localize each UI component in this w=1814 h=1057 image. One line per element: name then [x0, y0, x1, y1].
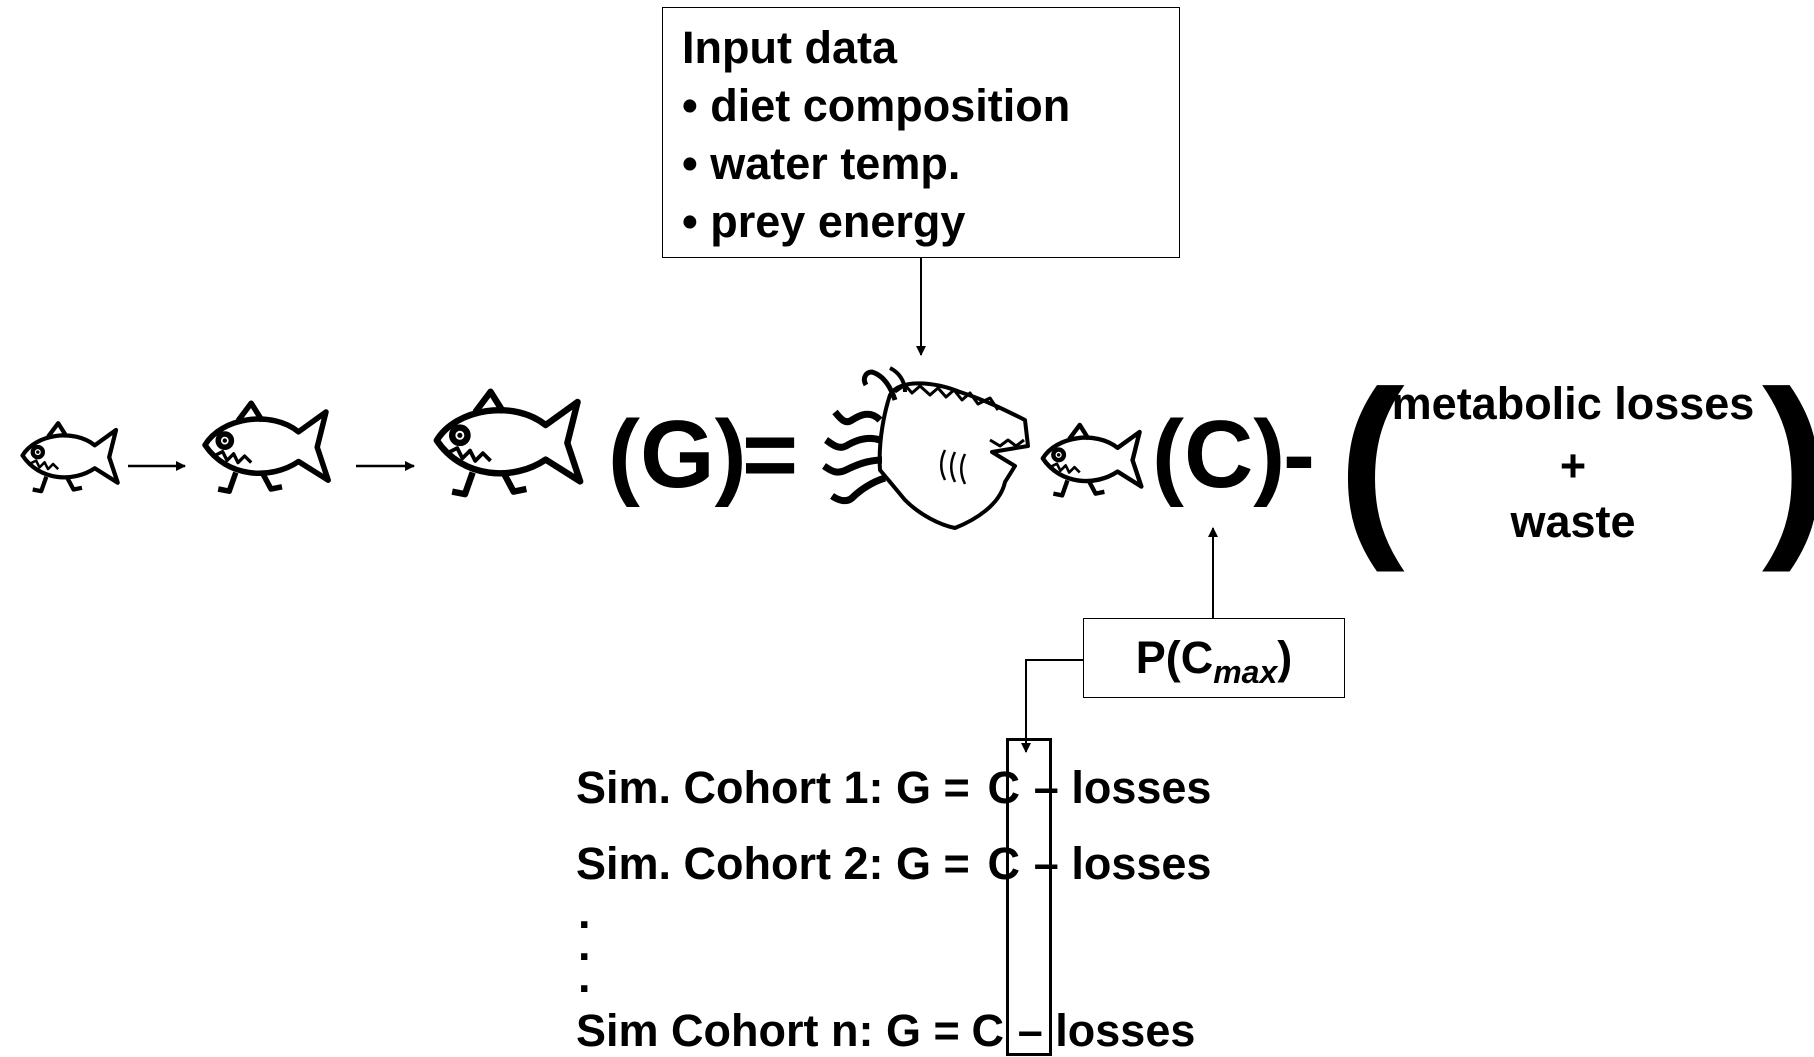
- consumption-column-box: [1006, 738, 1052, 1056]
- losses-line-metabolic: metabolic losses: [1391, 378, 1755, 429]
- equals-sign: =: [742, 401, 799, 508]
- large-fish-icon: [433, 388, 584, 498]
- input-data-box: [662, 7, 1180, 258]
- medium-fish-icon: [202, 400, 331, 494]
- predator-fish-icon: [822, 366, 1030, 530]
- pcmax-subscript: max: [1213, 654, 1278, 690]
- ellipsis-dot-2: .: [578, 919, 591, 970]
- pcmax-label: P(Cmax): [1083, 630, 1345, 700]
- input-item-temp: • water temp.: [682, 138, 961, 189]
- small-fish-icon: [20, 421, 120, 494]
- minus-sign: -: [1283, 401, 1315, 508]
- cohort-row-2: Sim. Cohort 2: G = C– losses: [576, 838, 1211, 890]
- cohort-n-right: – losses: [1017, 1005, 1196, 1056]
- growth-term: (G): [608, 401, 747, 508]
- cohort-row-n: Sim Cohort n: G =C– losses: [576, 1005, 1195, 1057]
- ellipsis-dot-3: .: [578, 951, 591, 1002]
- losses-line-waste: waste: [1510, 496, 1636, 547]
- cohort-n-c: C: [971, 1005, 1005, 1056]
- cohort-2-left: Sim. Cohort 2: G =: [576, 838, 970, 889]
- ellipsis-dot-1: .: [578, 887, 591, 938]
- pcmax-to-cohort-arrow: [1021, 659, 1083, 753]
- cohort-n-left: Sim Cohort n: G =: [576, 1005, 960, 1056]
- cohort-2-c: C: [987, 838, 1021, 889]
- pcmax-box: [1083, 618, 1345, 698]
- cohort-2-right: – losses: [1033, 838, 1212, 889]
- cohort-row-1: Sim. Cohort 1: G = C– losses: [576, 762, 1211, 814]
- pcmax-prefix: P(C: [1135, 632, 1214, 683]
- input-item-prey-energy: • prey energy: [682, 196, 966, 247]
- losses-open-paren: (: [1338, 350, 1405, 573]
- pcmax-suffix: ): [1277, 632, 1293, 683]
- input-item-diet: • diet composition: [682, 80, 1071, 131]
- losses-close-paren: ): [1762, 362, 1814, 562]
- losses-line-plus: +: [1559, 440, 1587, 491]
- cohort-1-c: C: [987, 762, 1021, 813]
- consumption-term: (C): [1152, 401, 1286, 508]
- cohort-1-left: Sim. Cohort 1: G =: [576, 762, 970, 813]
- cohort-1-right: – losses: [1033, 762, 1212, 813]
- prey-fish-icon: [1040, 422, 1144, 498]
- input-data-title: Input data: [682, 22, 897, 73]
